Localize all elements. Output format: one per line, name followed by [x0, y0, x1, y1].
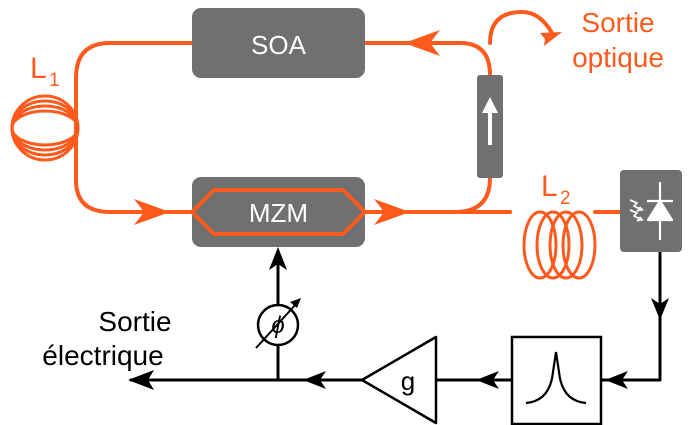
l2-letter: L [541, 170, 558, 203]
optical-output-line2: optique [572, 42, 664, 73]
fiber-output-branch [488, 10, 554, 45]
electrical-output-label: Sortie électrique [42, 306, 171, 371]
optical-loop [74, 10, 622, 214]
fiber-coil-l1 [10, 94, 80, 162]
optical-output-line1: Sortie [581, 7, 654, 38]
fiber-coil-l2 [522, 210, 597, 280]
mzm-block: MZM [190, 177, 367, 247]
amplifier-block: g [360, 335, 438, 425]
arrowhead-into-soa [404, 30, 440, 56]
wire-photodiode-down [601, 252, 662, 382]
photodiode-block [620, 170, 682, 252]
arrowhead-down-photodiode [651, 298, 669, 320]
photodiode-icon [629, 182, 674, 240]
soa-label: SOA [251, 30, 307, 60]
arrowhead-electrical-output [128, 370, 154, 390]
mzm-label: MZM [249, 198, 308, 228]
arrowhead-into-amp [476, 371, 499, 389]
electrical-output-line2: électrique [42, 340, 163, 371]
electrical-output-line1: Sortie [98, 306, 171, 337]
phase-tuning-arrow [255, 302, 298, 349]
isolator-block [477, 75, 503, 178]
arrowhead-after-amp [303, 371, 326, 389]
filter-block [510, 335, 603, 425]
optical-arrowheads [134, 30, 562, 225]
amplifier-label: g [401, 366, 415, 396]
l2-label: L 2 [541, 170, 571, 209]
arrowhead-into-filter [605, 371, 628, 389]
arrowhead-into-mzm-rf [269, 247, 287, 270]
optical-output-label: Sortie optique [572, 7, 664, 73]
arrowhead-into-mzm [134, 199, 170, 225]
electrical-arrowheads [128, 247, 669, 390]
phase-shifter-block: ϕ [255, 298, 301, 349]
soa-block: SOA [192, 8, 365, 78]
l1-letter: L [30, 52, 47, 85]
arrowhead-after-mzm [374, 199, 410, 225]
l1-subscript: 1 [49, 70, 60, 91]
fiber-top-left [74, 41, 194, 214]
arrowhead-optical-output [540, 32, 562, 46]
mzm-waveguide-outline [190, 188, 367, 236]
up-arrow-icon [482, 97, 498, 145]
fiber-top-branch [363, 41, 492, 77]
l1-label: L 1 [30, 52, 60, 91]
bandpass-filter-icon [525, 351, 587, 405]
l2-subscript: 2 [560, 188, 571, 209]
phase-symbol: ϕ [271, 312, 284, 339]
